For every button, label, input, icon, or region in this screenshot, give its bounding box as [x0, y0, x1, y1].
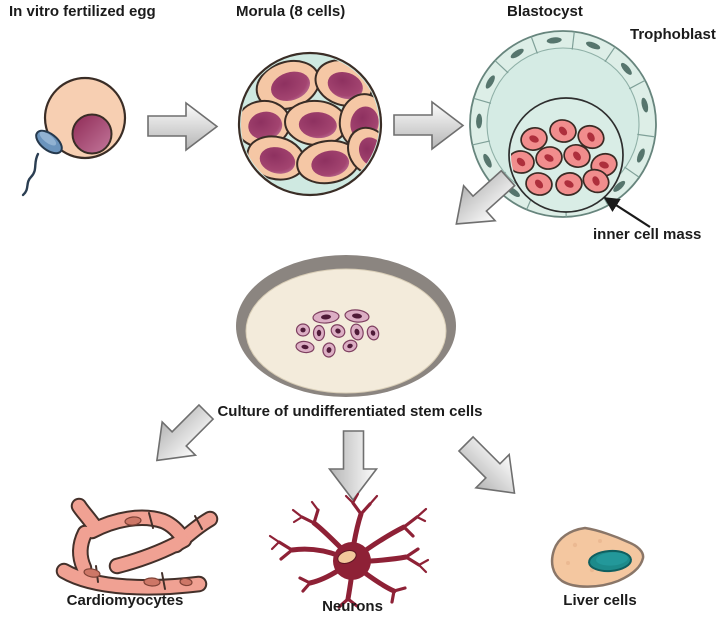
inner-cell-mass	[511, 119, 618, 196]
flow-arrow-morula-to-blastocyst	[393, 101, 464, 150]
neurons-label: Neurons	[322, 598, 383, 615]
flow-arrow-to-neurons	[328, 430, 378, 501]
flow-arrow-egg-to-morula	[147, 102, 218, 151]
cardiomyocytes-label: Cardiomyocytes	[66, 592, 184, 609]
neuron-illustration	[268, 492, 430, 609]
inner-cell-mass-label: inner cell mass	[593, 226, 702, 243]
morula-label: Morula (8 cells)	[236, 3, 346, 20]
blastocyst-label: Blastocyst	[507, 3, 583, 20]
cardiomyocyte-illustration	[55, 497, 219, 596]
petri-dish-illustration	[236, 255, 456, 397]
sperm-icon	[21, 129, 63, 197]
egg-label: In vitro fertilized egg	[9, 3, 156, 20]
liver-cell-illustration	[550, 526, 645, 588]
trophoblast-label: Trophoblast	[630, 26, 716, 43]
inner-cell-mass-pointer-arrow	[603, 197, 651, 228]
morula-illustration	[237, 51, 383, 197]
culture-label: Culture of undifferentiated stem cells	[217, 403, 483, 420]
flow-arrow-to-liver-cells	[448, 426, 532, 511]
egg-illustration	[21, 76, 127, 197]
blastocyst-illustration	[469, 30, 657, 218]
stem-cell-cluster	[295, 309, 380, 358]
liver-cells-label: Liver cells	[563, 592, 637, 609]
